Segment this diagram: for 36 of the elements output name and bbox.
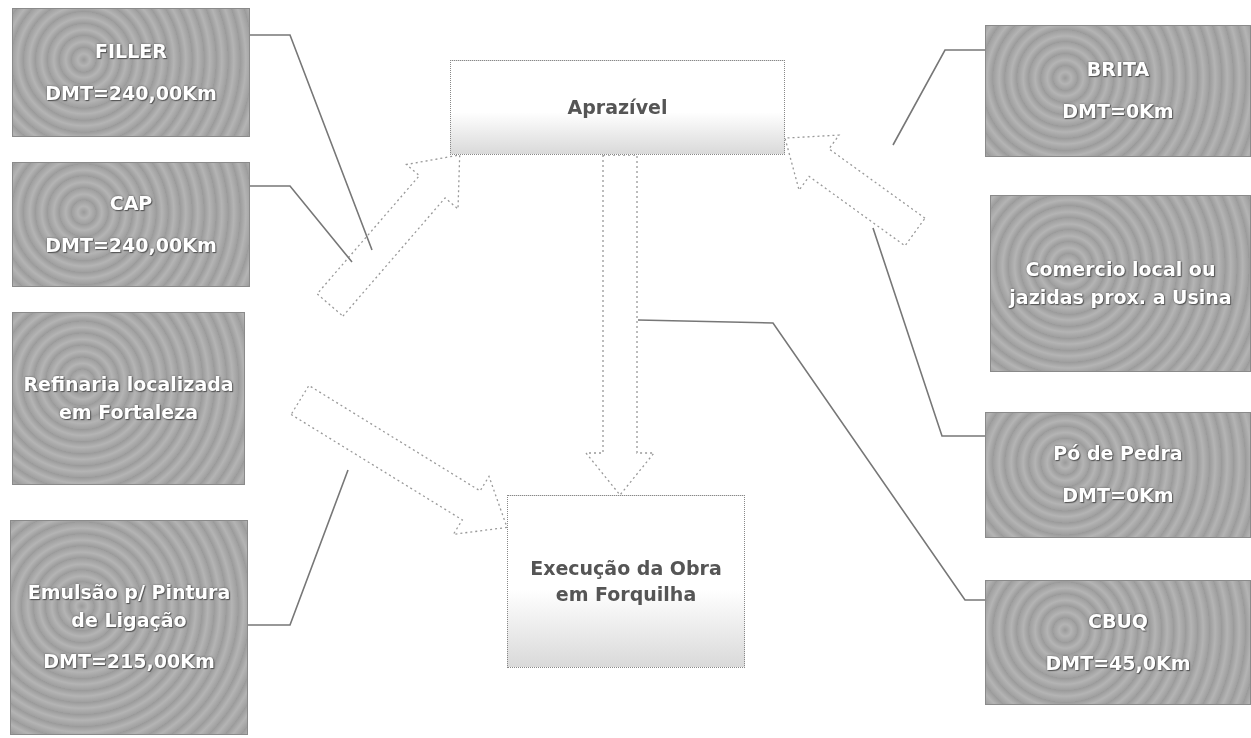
process-box (450, 60, 785, 155)
box-text: DMT=0Km (1062, 99, 1174, 124)
box-text: DMT=0Km (1062, 483, 1174, 508)
box-text: Pó de Pedra (1053, 441, 1183, 467)
block-arrow (290, 384, 508, 536)
box-text: FILLER (95, 38, 167, 64)
block-arrow (584, 154, 656, 497)
source-box (985, 580, 1251, 705)
box-text: CBUQ (1088, 608, 1148, 634)
box-text: Execução da Obra em Forquilha (529, 555, 723, 607)
box-text: DMT=215,00Km (43, 649, 215, 675)
box-text: Refinaria localizada em Fortaleza (22, 371, 235, 425)
leader-line (892, 49, 986, 146)
box-text: DMT=240,00Km (45, 80, 217, 106)
leader-line (247, 469, 349, 626)
box-text: BRITA (1086, 57, 1150, 83)
source-box (12, 312, 245, 485)
leader-line (872, 227, 986, 437)
leader-line (249, 185, 353, 263)
box-text: Comercio local ou jazidas prox. a Usina (1007, 256, 1233, 310)
source-box (12, 162, 250, 287)
process-box (507, 495, 745, 668)
box-text: DMT=240,00Km (45, 232, 217, 258)
box-text: DMT=45,0Km (1045, 650, 1191, 676)
leader-line (249, 34, 373, 251)
source-box (985, 25, 1251, 157)
leader-line (637, 319, 986, 601)
source-box (985, 412, 1251, 538)
source-box (990, 195, 1251, 372)
source-box (12, 8, 250, 137)
box-text: Aprazível (567, 94, 668, 120)
source-box (10, 520, 248, 735)
box-text: Emulsão p/ Pintura de Ligação (26, 580, 232, 633)
block-arrow (784, 134, 926, 247)
block-arrow (316, 154, 461, 317)
box-text: CAP (109, 190, 153, 216)
